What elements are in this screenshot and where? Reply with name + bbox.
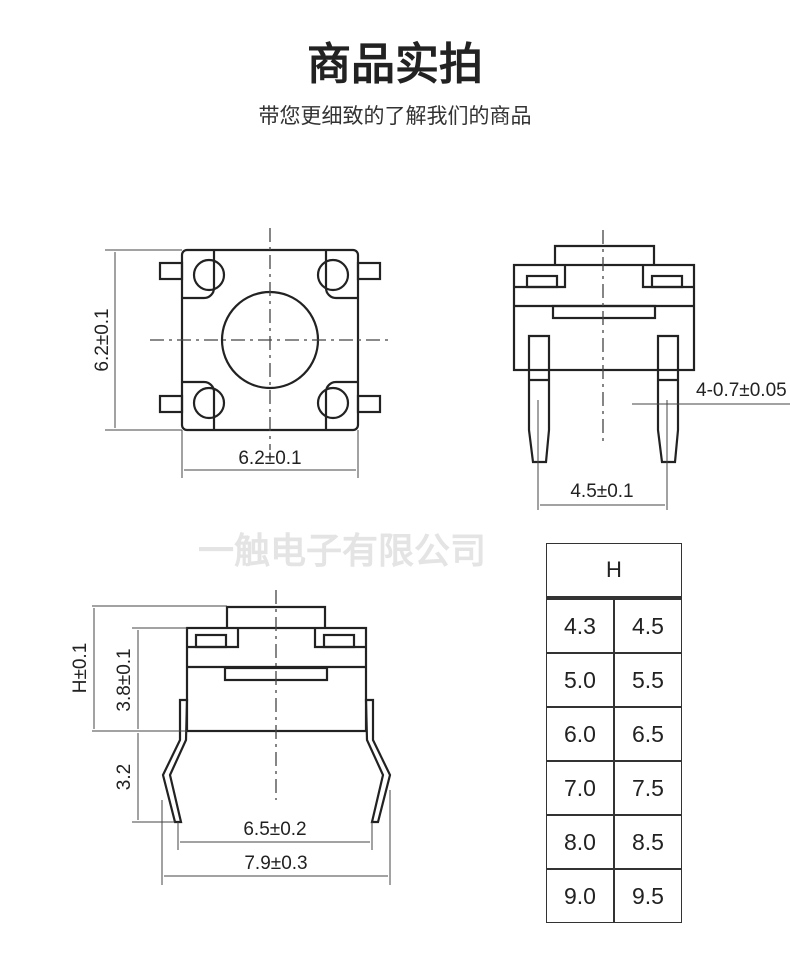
table-row: 5.0 5.5 — [547, 652, 681, 706]
table-cell: 4.3 — [564, 613, 596, 639]
lead-height-dim: 3.2 — [114, 764, 135, 790]
watermark: 一触电子有限公司 — [198, 531, 486, 572]
table-row: 6.0 6.5 — [547, 706, 681, 760]
table-cell: 4.5 — [613, 600, 681, 652]
table-cell: 7.5 — [613, 762, 681, 814]
pin-dim: 4-0.7±0.05 — [696, 380, 787, 401]
table-cell: 6.5 — [613, 708, 681, 760]
table-cell: 9.0 — [564, 883, 596, 909]
table-cell: 7.0 — [564, 775, 596, 801]
body-height-dim: 3.8±0.1 — [114, 648, 135, 711]
h-dim: H±0.1 — [70, 643, 91, 694]
table-header: H — [547, 544, 681, 598]
pitch-dim: 4.5±0.1 — [570, 481, 633, 502]
table-cell: 6.0 — [564, 721, 596, 747]
table-row: 8.0 8.5 — [547, 814, 681, 868]
inner-width-dim: 6.5±0.2 — [243, 819, 306, 840]
height-table: H 4.3 4.5 5.0 5.5 6.0 6.5 7.0 7.5 8.0 8.5 9.0… — [546, 543, 682, 923]
top-height-dim: 6.2±0.1 — [92, 308, 113, 371]
table-row: 4.3 4.5 — [547, 598, 681, 652]
table-row: 7.0 7.5 — [547, 760, 681, 814]
table-cell: 8.0 — [564, 829, 596, 855]
outer-width-dim: 7.9±0.3 — [244, 853, 307, 874]
page-subtitle: 带您更细致的了解我们的商品 — [258, 104, 532, 128]
table-cell: 9.5 — [613, 870, 681, 922]
table-cell: 5.0 — [564, 667, 596, 693]
top-view: 6.2±0.1 6.2±0.1 — [92, 228, 390, 478]
page-title: 商品实拍 — [307, 39, 483, 90]
front-view: H±0.1 3.8±0.1 3.2 6.5±0.2 7.9±0.3 — [70, 590, 392, 885]
table-row: 9.0 9.5 — [547, 868, 681, 922]
top-width-dim: 6.2±0.1 — [238, 448, 301, 469]
table-cell: 5.5 — [613, 654, 681, 706]
side-view: 4.5±0.1 4-0.7±0.05 — [512, 230, 790, 510]
table-cell: 8.5 — [613, 816, 681, 868]
